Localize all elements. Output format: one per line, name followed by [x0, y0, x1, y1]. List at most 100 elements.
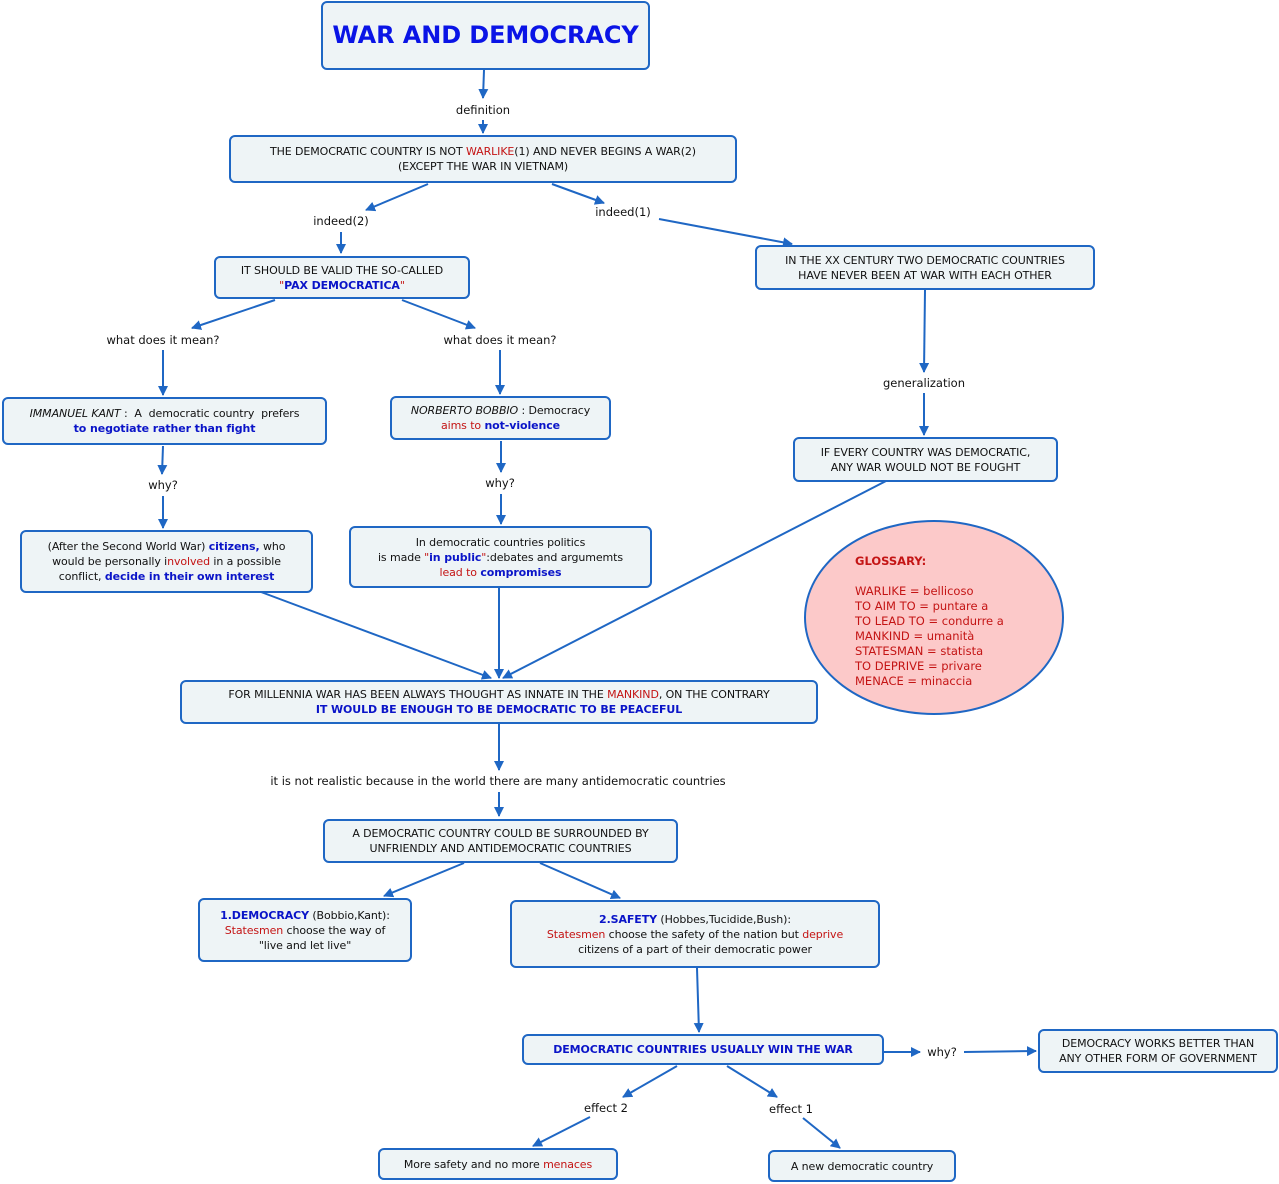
- more-safety-node[interactable]: More safety and no more menaces: [378, 1148, 618, 1180]
- glossary-entry: TO DEPRIVE = privare: [855, 659, 982, 673]
- democracy-node[interactable]: 1.DEMOCRACY (Bobbio,Kant):Statesmen choo…: [198, 898, 412, 962]
- glossary-entry: MANKIND = umanità: [855, 629, 975, 643]
- node-text-line: IT SHOULD BE VALID THE SO-CALLED: [241, 263, 443, 278]
- node-text: IMMANUEL KANT: [29, 407, 121, 420]
- connector-arrow: [157, 445, 168, 475]
- title-node[interactable]: WAR AND DEMOCRACY: [321, 1, 650, 70]
- new-democratic-node[interactable]: A new democratic country: [768, 1150, 956, 1182]
- node-text-line: Statesmen choose the safety of the natio…: [547, 927, 843, 942]
- kant-node[interactable]: IMMANUEL KANT : A democratic country pre…: [2, 397, 327, 445]
- link-label-generalization: generalization: [880, 376, 968, 390]
- connector-arrow: [919, 289, 930, 373]
- node-text-line: conflict, decide in their own interest: [59, 569, 275, 584]
- node-text-line: UNFRIENDLY AND ANTIDEMOCRATIC COUNTRIES: [370, 841, 632, 856]
- node-text: PAX DEMOCRATICA: [284, 278, 400, 292]
- node-text-line: ANY WAR WOULD NOT BE FOUGHT: [831, 460, 1021, 475]
- node-text: In democratic countries politics: [415, 535, 586, 549]
- node-text-line: Statesmen choose the way of: [224, 923, 386, 938]
- node-text: Statesmen: [546, 927, 606, 941]
- node-text: : Democracy: [518, 404, 591, 417]
- link-label-why1: why?: [146, 478, 180, 492]
- connector-arrow: [401, 299, 476, 330]
- node-text: deprive: [802, 927, 844, 941]
- connector-arrow: [622, 1065, 678, 1098]
- link-label-effect2: effect 2: [582, 1101, 630, 1115]
- node-text: DEMOCRATIC COUNTRIES USUALLY WIN THE WAR: [553, 1043, 853, 1056]
- node-text: 1.DEMOCRACY: [220, 908, 309, 922]
- xx-century-node[interactable]: IN THE XX CENTURY TWO DEMOCRATIC COUNTRI…: [755, 245, 1095, 290]
- node-text-line: IMMANUEL KANT : A democratic country pre…: [30, 406, 300, 421]
- node-text-line: IN THE XX CENTURY TWO DEMOCRATIC COUNTRI…: [785, 253, 1065, 268]
- connector-arrow: [365, 183, 429, 212]
- node-text-line: (EXCEPT THE WAR IN VIETNAM): [398, 159, 568, 174]
- node-text: compromises: [480, 565, 562, 579]
- citizens-node[interactable]: (After the Second World War) citizens, w…: [20, 530, 313, 593]
- node-text: HAVE NEVER BEEN AT WAR WITH EACH OTHER: [798, 268, 1052, 282]
- node-text: (EXCEPT THE WAR IN VIETNAM): [397, 160, 569, 173]
- node-text: A DEMOCRATIC COUNTRY COULD BE SURROUNDED…: [352, 827, 649, 840]
- millennia-node[interactable]: FOR MILLENNIA WAR HAS BEEN ALWAYS THOUGH…: [180, 680, 818, 724]
- node-text-line: lead to compromises: [440, 565, 562, 580]
- node-text: THE DEMOCRATIC COUNTRY IS NOT: [269, 145, 466, 158]
- glossary-ellipse[interactable]: GLOSSARY: WARLIKE = bellicoso TO AIM TO …: [804, 520, 1064, 715]
- node-text-line: IF EVERY COUNTRY WAS DEMOCRATIC,: [821, 445, 1031, 460]
- node-text-line: aims to not-violence: [441, 418, 560, 433]
- node-text: who: [259, 540, 286, 553]
- node-text: to negotiate rather than fight: [73, 422, 256, 435]
- surrounded-node[interactable]: A DEMOCRATIC COUNTRY COULD BE SURROUNDED…: [323, 819, 678, 863]
- node-text-line: In democratic countries politics: [416, 535, 586, 550]
- node-text: ": [399, 278, 405, 292]
- win-node[interactable]: DEMOCRATIC COUNTRIES USUALLY WIN THE WAR: [522, 1034, 884, 1065]
- if-every-node[interactable]: IF EVERY COUNTRY WAS DEMOCRATIC,ANY WAR …: [793, 437, 1058, 482]
- glossary-entry: MENACE = minaccia: [855, 674, 973, 688]
- node-text: citizens of a part of their democratic p…: [578, 942, 812, 956]
- node-text: IT WOULD BE ENOUGH TO BE DEMOCRATIC TO B…: [315, 703, 683, 716]
- node-text-line: IT WOULD BE ENOUGH TO BE DEMOCRATIC TO B…: [316, 702, 682, 717]
- connector-arrow: [502, 480, 887, 679]
- node-text: ": [424, 550, 430, 564]
- node-text: menaces: [543, 1157, 593, 1171]
- pax-node[interactable]: IT SHOULD BE VALID THE SO-CALLED"PAX DEM…: [214, 256, 470, 299]
- node-text-line: "live and let live": [259, 938, 351, 953]
- glossary-entry: TO AIM TO = puntare a: [855, 599, 989, 613]
- node-text: (1) AND NEVER BEGINS A WAR(2): [514, 145, 696, 158]
- node-text-line: THE DEMOCRATIC COUNTRY IS NOT WARLIKE(1)…: [270, 144, 696, 159]
- node-text-line: "PAX DEMOCRATICA": [279, 278, 405, 293]
- connector-arrow: [383, 862, 465, 898]
- node-text-line: DEMOCRACY WORKS BETTER THAN: [1062, 1036, 1254, 1051]
- glossary-entry: STATESMAN = statista: [855, 644, 984, 658]
- connector-arrow: [726, 1065, 778, 1098]
- node-text-line: 2.SAFETY (Hobbes,Tucidide,Bush):: [599, 912, 791, 927]
- definition-node[interactable]: THE DEMOCRATIC COUNTRY IS NOT WARLIKE(1)…: [229, 135, 737, 183]
- connector-arrow: [551, 183, 605, 205]
- node-text: Statesmen: [224, 923, 284, 937]
- node-text-line: A new democratic country: [791, 1159, 933, 1174]
- link-label-why2: why?: [483, 476, 517, 490]
- connector-arrow: [532, 1116, 591, 1147]
- node-text: decide in their own interest: [104, 570, 275, 583]
- connector-arrow: [963, 1046, 1037, 1057]
- node-text: (After the Second World War): [47, 540, 209, 553]
- node-text-line: (After the Second World War) citizens, w…: [48, 539, 286, 554]
- glossary-title: GLOSSARY:: [855, 554, 927, 568]
- safety-node[interactable]: 2.SAFETY (Hobbes,Tucidide,Bush):Statesme…: [510, 900, 880, 968]
- node-text: is made: [377, 550, 425, 564]
- node-text: lead to: [439, 565, 481, 579]
- node-text-line: More safety and no more menaces: [404, 1157, 592, 1172]
- node-text-line: is made "in public":debates and argumemt…: [378, 550, 623, 565]
- link-label-definition: definition: [453, 103, 513, 117]
- node-text: DEMOCRACY WORKS BETTER THAN: [1061, 1037, 1255, 1050]
- node-text: MANKIND: [607, 688, 659, 701]
- connector-arrow: [658, 218, 793, 248]
- link-label-mean2: what does it mean?: [441, 333, 559, 347]
- node-text: (Hobbes,Tucidide,Bush):: [656, 912, 791, 926]
- node-text-line: 1.DEMOCRACY (Bobbio,Kant):: [220, 908, 390, 923]
- node-text: choose the way of: [283, 923, 386, 937]
- node-text: :debates and argumemts: [486, 550, 624, 564]
- node-text: 2.SAFETY: [599, 912, 657, 926]
- node-text-line: NORBERTO BOBBIO : Democracy: [411, 403, 590, 418]
- node-text-line: HAVE NEVER BEEN AT WAR WITH EACH OTHER: [798, 268, 1052, 283]
